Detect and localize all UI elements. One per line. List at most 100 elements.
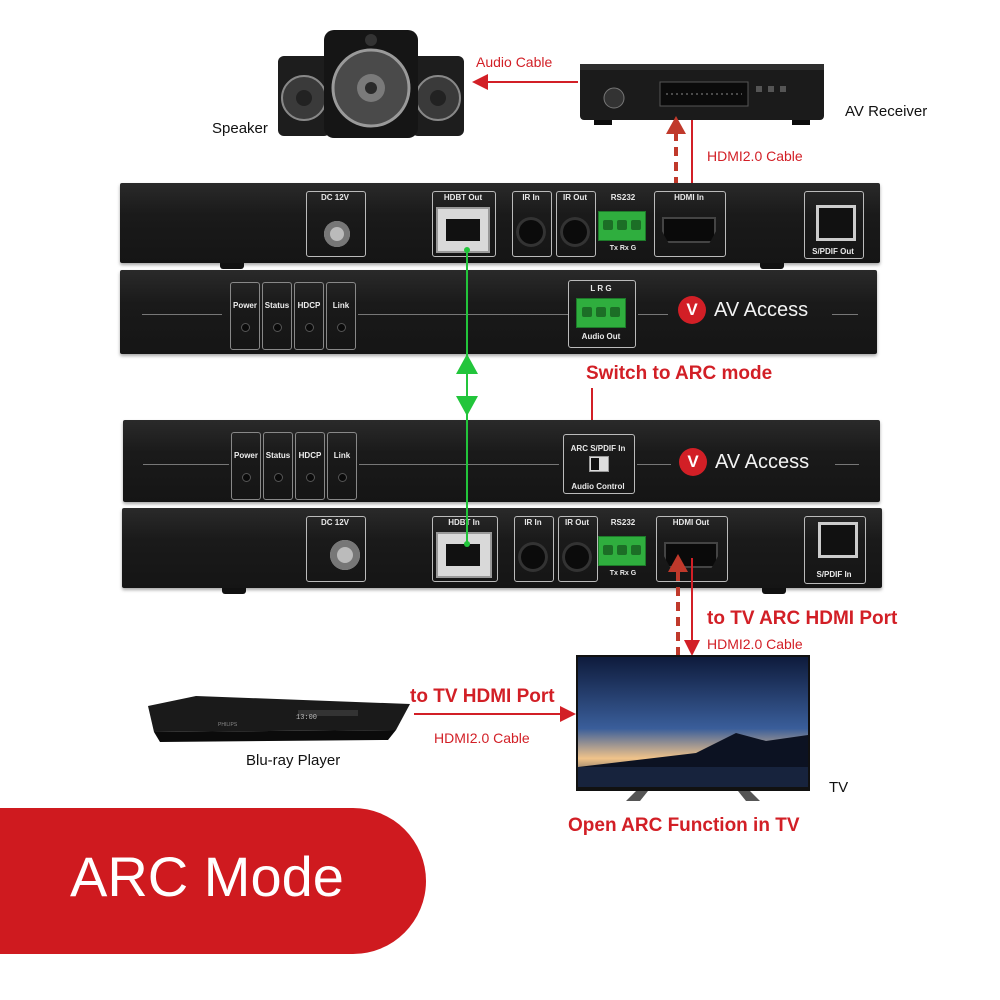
tv-label: TV (829, 779, 849, 796)
bluray-brand: PHILIPS (218, 722, 238, 728)
tx-audio-pins: L R G (590, 284, 612, 293)
rx-hdbt-frame (432, 516, 498, 582)
tx-front-line-left (142, 314, 222, 315)
tx-rear-foot-left (220, 263, 244, 269)
rx-front-line-left (143, 464, 229, 465)
rx-rs232-terminal (598, 536, 646, 566)
tx-hdbt-frame (432, 191, 496, 257)
hdmi-cable-left-label: HDMI2.0 Cable (434, 730, 530, 746)
tx-hdmi-frame (654, 191, 726, 257)
rx-ir-out-label: IR Out (565, 518, 589, 527)
tx-dc-jack (324, 221, 350, 247)
tx-ir-out-jack (560, 217, 590, 247)
tx-led-hdcp: HDCP (294, 282, 324, 350)
tx-led-status: Status (262, 282, 292, 350)
tx-brand: V AV Access (678, 296, 808, 324)
tx-rs232-label: RS232 (610, 193, 636, 202)
mode-banner-text: ARC Mode (70, 845, 344, 908)
open-arc-label: Open ARC Function in TV (568, 815, 800, 836)
rx-rs232-pins: Tx Rx G (609, 570, 637, 577)
audio-cable-arrow (472, 74, 578, 90)
av-access-logo-icon: V (678, 296, 706, 324)
hdmi-cable-right-label: HDMI2.0 Cable (707, 636, 803, 652)
rx-hdmi-label: HDMI Out (672, 518, 710, 527)
tx-hdmi-port (662, 217, 716, 243)
tx-front-line-right (638, 314, 668, 315)
tx-rs232-terminal (598, 211, 646, 241)
tx-rear-foot-right (760, 263, 784, 269)
tv-hdmi-cables (668, 554, 700, 658)
rx-audio-control-label: Audio Control (571, 482, 625, 491)
rx-rear-foot-left (222, 588, 246, 594)
rx-led-power: Power (231, 432, 261, 500)
rx-arc-toggle-switch[interactable] (589, 456, 609, 472)
rx-audio-control-frame (563, 434, 635, 494)
rx-dc-label: DC 12V (320, 518, 349, 527)
transmitter-front-panel: Power Status HDCP Link L R G Audio Out V… (120, 270, 877, 354)
bluray-player-image: 13:00 PHILIPS (148, 694, 410, 744)
tx-ir-out-label: IR Out (563, 193, 587, 202)
tx-spdif-frame (804, 191, 864, 259)
tx-audio-out-label: Audio Out (581, 332, 621, 341)
tx-led-power: Power (230, 282, 260, 350)
rx-front-line-right (637, 464, 671, 465)
av-receiver-image (580, 60, 824, 126)
rx-brand: V AV Access (679, 448, 809, 476)
receiver-rear-panel: DC 12V HDBT In IR In IR Out RS232 Tx Rx … (122, 508, 882, 594)
mode-banner: ARC Mode (0, 808, 426, 954)
rx-spdif-port (818, 522, 858, 558)
tv-image (576, 655, 810, 803)
tx-front-line-end (832, 314, 858, 315)
av-receiver-label: AV Receiver (845, 103, 928, 120)
rx-led-status: Status (263, 432, 293, 500)
rx-dc-frame (306, 516, 366, 582)
rx-ir-in-label: IR In (524, 518, 542, 527)
tx-hdbt-port (436, 207, 490, 253)
to-tv-hdmi-label: to TV HDMI Port (410, 686, 555, 707)
to-tv-arc-label: to TV ARC HDMI Port (707, 608, 898, 629)
rx-front-line-end (835, 464, 859, 465)
hdmi-cable-top-label: HDMI2.0 Cable (707, 148, 803, 164)
rx-ir-in-frame (514, 516, 554, 582)
rx-brand-text: AV Access (715, 450, 810, 473)
tx-rs232-pins: Tx Rx G (609, 245, 637, 252)
tx-ir-in-label: IR In (522, 193, 540, 202)
audio-cable-label: Audio Cable (476, 54, 553, 70)
tx-hdmi-label: HDMI In (674, 193, 704, 202)
hdbt-link-line (456, 247, 478, 547)
rx-ir-out-jack (562, 542, 592, 572)
tx-spdif-label: S/PDIF Out (812, 247, 854, 256)
speaker-label: Speaker (212, 120, 268, 137)
tx-audio-terminal (576, 298, 626, 328)
tx-ir-in-frame (512, 191, 552, 257)
receiver-front-panel: Power Status HDCP Link ARC S/PDIF In Aud… (123, 420, 880, 502)
tx-dc-frame (306, 191, 366, 257)
tx-led-link: Link (326, 282, 356, 350)
bluray-label: Blu-ray Player (246, 752, 341, 769)
tx-ir-in-jack (516, 217, 546, 247)
rx-dc-jack (330, 540, 360, 570)
rx-rear-foot-right (762, 588, 786, 594)
rx-rs232-label: RS232 (610, 518, 636, 527)
transmitter-rear-panel: DC 12V HDBT Out IR In IR Out RS232 Tx Rx… (120, 183, 880, 269)
switch-arc-label: Switch to ARC mode (586, 363, 773, 384)
rx-ir-out-frame (558, 516, 598, 582)
rx-spdif-frame (804, 516, 866, 584)
rx-hdbt-label: HDBT In (448, 518, 480, 527)
rx-hdbt-port (436, 532, 492, 578)
rx-front-line-mid (359, 464, 559, 465)
tx-ir-out-frame (556, 191, 596, 257)
rx-led-link: Link (327, 432, 357, 500)
tx-dc-label: DC 12V (320, 193, 349, 202)
tx-front-line-mid (358, 314, 568, 315)
tx-brand-text: AV Access (714, 298, 809, 321)
rx-spdif-label: S/PDIF In (816, 570, 852, 579)
rx-ir-in-jack (518, 542, 548, 572)
av-access-logo-icon: V (679, 448, 707, 476)
rx-switch-labels: ARC S/PDIF In (570, 444, 626, 453)
tx-spdif-port (816, 205, 856, 241)
speaker-image (276, 26, 466, 141)
rx-led-hdcp: HDCP (295, 432, 325, 500)
tx-audio-out-frame (568, 280, 636, 348)
tx-hdbt-label: HDBT Out (443, 193, 483, 202)
